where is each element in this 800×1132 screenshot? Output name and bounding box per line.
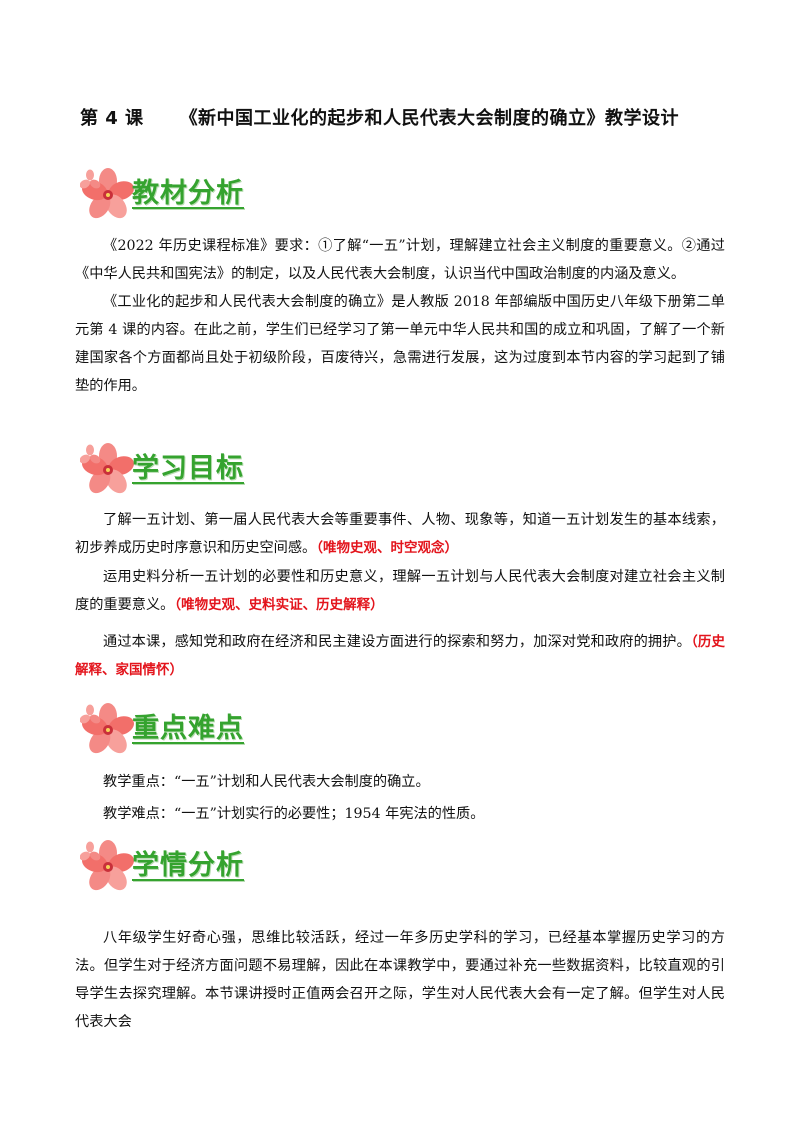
paragraph: 教学难点：“一五”计划实行的必要性；1954 年宪法的性质。 (103, 806, 485, 822)
lesson-number: 第 4 课 (80, 108, 144, 129)
paragraph-text: 运用史料分析一五计划的必要性和历史意义，理解一五计划与人民代表大会制度对建立社会… (75, 569, 725, 613)
section-title: 学习目标 (132, 453, 244, 484)
paragraph: 通过本课，感知党和政府在经济和民主建设方面进行的探索和努力，加深对党和政府的拥护… (75, 628, 725, 684)
section-title: 学情分析 (132, 850, 244, 881)
section-heading-learner-analysis: 学情分析 (80, 837, 380, 893)
section-heading-key-difficulties: 重点难点 (80, 700, 380, 756)
lesson-title: 《新中国工业化的起步和人民代表大会制度的确立》教学设计 (179, 108, 680, 129)
document-title: 第 4 课 《新中国工业化的起步和人民代表大会制度的确立》教学设计 (80, 104, 740, 130)
flower-icon (80, 443, 134, 494)
paragraph-text: 通过本课，感知党和政府在经济和民主建设方面进行的探索和努力，加深对党和政府的拥护… (103, 634, 691, 650)
flower-icon (80, 840, 134, 891)
section-heading-textbook-analysis: 教材分析 (80, 165, 380, 221)
section-title: 重点难点 (132, 713, 244, 744)
competency-tag: （唯物史观、史料实证、历史解释） (174, 597, 384, 613)
section-heading-learning-objectives: 学习目标 (80, 440, 380, 496)
paragraph-text: 了解一五计划、第一届人民代表大会等重要事件、人物、现象等，知道一五计划发生的基本… (75, 512, 725, 556)
section-title: 教材分析 (132, 178, 244, 209)
paragraph: 了解一五计划、第一届人民代表大会等重要事件、人物、现象等，知道一五计划发生的基本… (75, 506, 725, 562)
paragraph: 《工业化的起步和人民代表大会制度的确立》是人教版 2018 年部编版中国历史八年… (75, 294, 725, 394)
paragraph: 教学重点：“一五”计划和人民代表大会制度的确立。 (103, 774, 430, 790)
flower-icon (80, 168, 134, 219)
competency-tag: （历史解释、家国情怀） (75, 634, 725, 678)
paragraph: 运用史料分析一五计划的必要性和历史意义，理解一五计划与人民代表大会制度对建立社会… (75, 563, 725, 619)
paragraph: 《2022 年历史课程标准》要求：①了解“一五”计划，理解建立社会主义制度的重要… (75, 238, 725, 282)
flower-icon (80, 703, 134, 754)
paragraph: 八年级学生好奇心强，思维比较活跃，经过一年多历史学科的学习，已经基本掌握历史学习… (75, 930, 725, 1030)
competency-tag: （唯物史观、时空观念） (316, 540, 458, 556)
